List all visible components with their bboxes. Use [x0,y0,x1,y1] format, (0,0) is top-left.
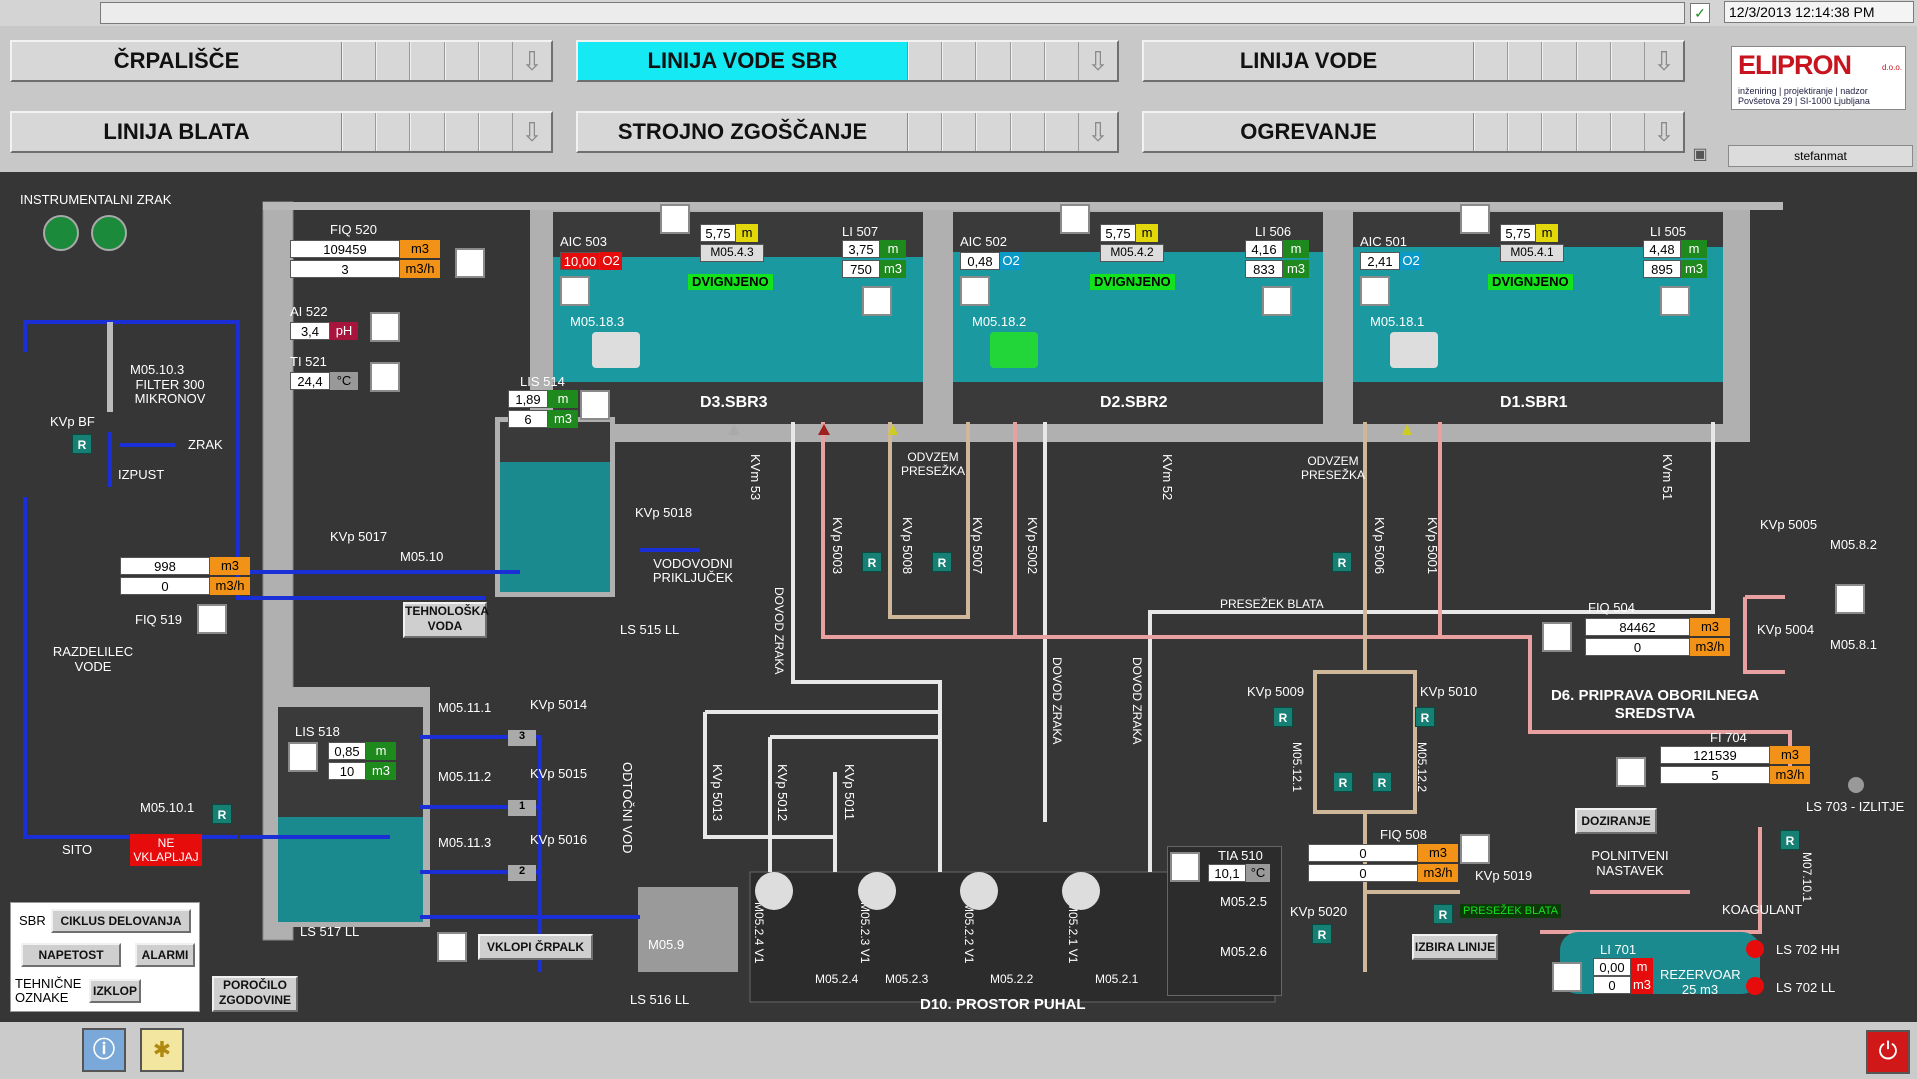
remote-button[interactable]: R [72,434,92,454]
blower-icon[interactable] [858,872,896,910]
remote-button[interactable]: R [1333,772,1353,792]
trend-icon[interactable] [288,742,318,772]
trend-icon[interactable] [1460,204,1490,234]
valve-kvp-bf: KVp BF [50,414,95,429]
trend-icon[interactable] [960,276,990,306]
remote-button[interactable]: R [1415,707,1435,727]
arrow-down-icon[interactable]: ⇩ [521,116,543,147]
vklopi-crpalk-button[interactable]: VKLOPI ČRPALK [478,934,593,960]
alarm-lamp-icon [1746,940,1764,958]
remote-button[interactable]: R [1372,772,1392,792]
trend-icon[interactable] [560,276,590,306]
ne-vklapljaj-alarm[interactable]: NE VKLAPLJAJ [130,834,202,866]
nav-linija-vode-sbr[interactable]: LINIJA VODE SBR⇩ [576,40,1119,82]
presezek-blata-badge: PRESEŽEK BLATA [1460,904,1561,918]
elipron-logo: ELIPRON d.o.o. inženiring | projektiranj… [1731,46,1906,110]
process-diagram: INSTRUMENTALNI ZRAK M05.10.3 FILTER 300 … [0,172,1917,1022]
trend-icon[interactable] [437,932,467,962]
remote-button[interactable]: R [1780,830,1800,850]
trend-icon[interactable] [1360,276,1390,306]
ls515-label: LS 515 LL [620,622,680,637]
info-icon[interactable]: ⓘ [82,1028,126,1072]
nav-strojno-zgoscanje[interactable]: STROJNO ZGOŠČANJE⇩ [576,111,1119,153]
ciklus-delovanja-button[interactable]: CIKLUS DELOVANJA [51,909,191,933]
nav-crpalisce[interactable]: ČRPALIŠČE⇩ [10,40,553,82]
mixer-motor-icon[interactable] [990,332,1038,368]
level-switch-icon [1848,777,1864,793]
instrumental-air-label: INSTRUMENTALNI ZRAK [20,192,172,207]
user-name: stefanmat [1728,145,1913,167]
trend-icon[interactable] [1616,757,1646,787]
trend-icon[interactable] [455,248,485,278]
remote-button[interactable]: R [1332,552,1352,572]
user-icon[interactable]: ▣ [1692,146,1708,163]
remote-button[interactable]: R [1273,707,1293,727]
alarmi-button[interactable]: ALARMI [135,943,195,967]
blower-icon[interactable] [960,872,998,910]
remote-button[interactable]: R [1433,904,1453,924]
trend-icon[interactable] [1460,834,1490,864]
trend-icon[interactable] [370,362,400,392]
trend-icon[interactable] [1660,286,1690,316]
blower-icon[interactable] [755,872,793,910]
blower-icon[interactable] [1062,872,1100,910]
mixer-motor-icon[interactable] [1390,332,1438,368]
remote-button[interactable]: R [862,552,882,572]
porocilo-zgodovine-button[interactable]: POROČILO ZGODOVINE [212,976,298,1012]
arrow-down-icon[interactable]: ⇩ [1087,116,1109,147]
napetost-button[interactable]: NAPETOST [21,943,121,967]
arrow-down-icon[interactable]: ⇩ [1653,45,1675,76]
mixer-motor-icon[interactable] [592,332,640,368]
remote-button[interactable]: R [932,552,952,572]
compressor-icon[interactable] [43,215,79,251]
arrow-down-icon[interactable]: ⇩ [1087,45,1109,76]
message-bar [100,2,1685,24]
trend-icon[interactable] [1060,204,1090,234]
compressor-icon[interactable] [91,215,127,251]
filter-name: FILTER 300 MIKRONOV [134,377,206,406]
drain-label: IZPUST [118,467,165,482]
arrow-down-icon[interactable]: ⇩ [1653,116,1675,147]
calendar-icon[interactable]: ✓ [1690,3,1710,23]
power-icon[interactable]: ⏻ [1866,1030,1910,1074]
izbira-linije-button[interactable]: IZBIRA LINIJE [1412,934,1498,960]
doziranje-button[interactable]: DOZIRANJE [1575,808,1657,834]
filter-id: M05.10.3 [130,362,185,377]
trend-icon[interactable] [1542,622,1572,652]
trend-icon[interactable] [1835,584,1865,614]
bottom-bar [0,1022,1917,1079]
air-label: ZRAK [188,437,223,452]
sbr-panel: SBR CIKLUS DELOVANJA NAPETOST ALARMI TEH… [10,902,200,1012]
remote-button[interactable]: R [212,804,232,824]
alarm-lamp-icon [1746,977,1764,995]
ti521-value: 24,4°C [290,372,358,390]
trend-icon[interactable] [1552,962,1582,992]
trend-icon[interactable] [660,204,690,234]
trend-icon[interactable] [1262,286,1292,316]
trend-icon[interactable] [862,286,892,316]
arrow-down-icon[interactable]: ⇩ [521,45,543,76]
pipe-network [23,201,1792,1003]
izklop-button[interactable]: IZKLOP [89,979,141,1003]
trend-icon[interactable] [197,604,227,634]
notes-icon[interactable]: ✱ [140,1028,184,1072]
trend-icon[interactable] [370,312,400,342]
trend-icon[interactable] [580,390,610,420]
trend-icon[interactable] [1170,852,1200,882]
datetime-display: 12/3/2013 12:14:38 PM [1724,1,1914,23]
nav-ogrevanje[interactable]: OGREVANJE⇩ [1142,111,1685,153]
nav-linija-vode[interactable]: LINIJA VODE⇩ [1142,40,1685,82]
nav-linija-blata[interactable]: LINIJA BLATA⇩ [10,111,553,153]
remote-button[interactable]: R [1312,924,1332,944]
tehnoloska-voda-button[interactable]: TEHNOLOŠKA VODA [403,602,489,638]
